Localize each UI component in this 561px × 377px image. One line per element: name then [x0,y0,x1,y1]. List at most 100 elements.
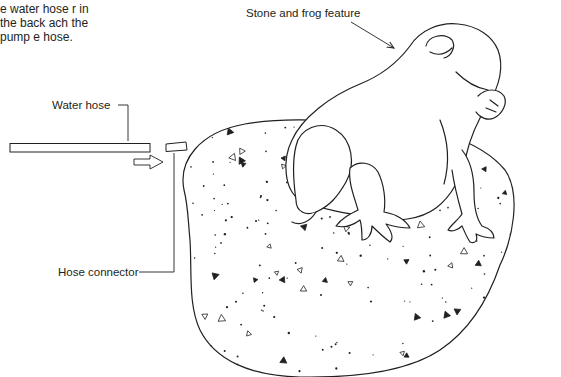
part-label: Water hose [52,98,110,112]
stone-dot [504,349,505,350]
stone-grain [300,224,306,230]
stone-dot [330,346,332,348]
frog [286,24,505,243]
stone-dot [404,300,405,301]
stone-dot [223,184,225,186]
stone-dot [260,197,262,199]
stone-grain [297,268,302,274]
stone-dot [222,204,223,205]
stone-dot [335,367,337,369]
stone-grain [212,273,219,280]
stone-dot [224,233,226,235]
stone-dot [265,151,267,153]
stone-dot [265,132,267,134]
hose-connector [166,142,187,152]
stone-grain [227,128,234,135]
stone-dot [240,324,242,326]
stone-dot [333,232,335,234]
stone-dot [503,357,505,359]
stone-grain [400,351,405,356]
stone-dot [263,305,265,307]
stone-dot [242,292,244,294]
stone-grain [417,221,424,228]
stone-dot [211,357,212,358]
stone-dot [512,337,514,339]
stone-dot [266,199,268,201]
stone-dot [503,324,505,326]
stone-dot [321,217,323,219]
stone-dot [237,356,239,358]
stone-dot [213,173,214,174]
stone-dot [402,246,403,247]
flow-arrow [134,155,163,169]
stone-dot [445,301,447,303]
stone-dot [215,247,216,248]
stone [183,120,514,377]
stone-dot [192,202,194,204]
stone-dot [184,244,186,246]
stone-dot [190,166,192,168]
stone-dot [367,287,369,289]
stone-dot [483,255,485,257]
cropped-note: e water hose r in the back ach the pump … [0,2,106,44]
stone-dot [444,354,446,356]
stone-grain [218,315,226,322]
stone-dot [442,297,443,298]
stone-dot [369,244,370,245]
stone-dot [423,270,425,272]
stone-dot [321,247,323,249]
stone-dot [348,232,350,234]
stone-dot [498,120,500,122]
stone-grain [274,271,278,275]
part-label: Hose connector [58,265,139,279]
stone-dot [402,343,403,344]
stone-dot [203,185,205,187]
stone-dot [261,309,263,311]
stone-dot [235,301,237,303]
stone-dot [349,352,351,354]
stone-dot [201,214,203,216]
stone-dot [273,316,275,318]
stone-dot [329,216,331,218]
stone-grain [254,278,258,283]
stone-dot [429,255,431,257]
stone-dot [214,210,215,211]
stone-dot [434,269,436,271]
stone-grain [404,260,409,265]
stone-grain [461,248,468,254]
stone-dot [186,212,188,214]
stone-dot [228,122,230,124]
stone-dot [348,233,350,235]
stone-dot [431,284,433,286]
stone-grain [281,156,285,161]
stone-grain [234,364,238,369]
stone-grain [482,167,487,172]
stone-dot [230,162,231,163]
stone-dot [458,336,459,337]
stone-grain [202,314,208,319]
stone-dot [372,354,373,355]
stone-grain [280,357,287,363]
stone-grain [239,157,245,164]
stone-dot [186,279,187,280]
stone-dot [214,253,215,254]
stone-dot [275,210,277,212]
stone-dot [501,252,502,253]
stone-dot [255,220,257,222]
stone-dot [295,262,297,264]
stone-grain [439,368,444,373]
stone-grain [348,282,353,286]
stone-dot [511,282,513,284]
stone-grain [404,353,409,357]
stone-dot [484,273,486,275]
stone-dot [320,294,322,296]
stone-grain [486,133,493,140]
stone-dot [284,127,286,129]
stone-dot [511,289,512,290]
stone-dot [409,301,410,302]
stone-grain [322,278,327,283]
stone-dot [421,284,423,286]
stone-dot [212,137,213,138]
stone-dot [213,198,215,200]
stone-dot [265,233,267,235]
